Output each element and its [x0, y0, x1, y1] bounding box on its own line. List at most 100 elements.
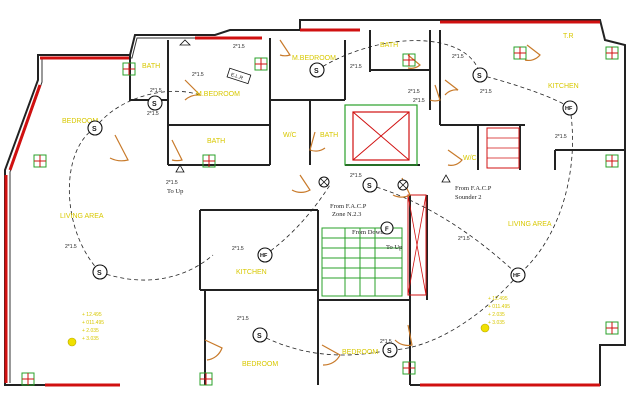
level-note: + 12.495	[488, 296, 508, 302]
shaft-right	[486, 127, 520, 169]
label-wc-right: W/C	[463, 155, 477, 162]
cable-annotations: 2*1.5 2*1.5 2*1.5 2*1.5 2*1.5 2*1.5 2*1.…	[65, 44, 567, 345]
smoke-detector: S	[87, 120, 103, 136]
column	[513, 46, 527, 60]
note-from-down: From Down	[352, 229, 384, 236]
cable-label: 2*1.5	[413, 98, 425, 104]
column	[33, 154, 47, 168]
heat-detector: HF	[257, 247, 273, 263]
heat-detector: HF	[510, 267, 526, 283]
sounder-icon	[318, 176, 330, 188]
smoke-detector: S	[147, 95, 163, 111]
svg-text:S: S	[387, 348, 392, 355]
label-living-left: LIVING AREA	[60, 213, 104, 220]
label-bath-center: BATH	[320, 132, 338, 139]
cable-label: 2*1.5	[380, 339, 392, 345]
column	[605, 321, 619, 335]
cable-label: 2*1.5	[233, 44, 245, 50]
label-bath-top-left: BATH	[142, 63, 160, 70]
label-m-bedroom-top: M.BEDROOM	[292, 55, 336, 62]
smoke-detector: S	[92, 264, 108, 280]
svg-text:HF: HF	[565, 106, 573, 112]
level-marker-right	[480, 323, 490, 333]
interior-walls	[129, 30, 625, 385]
label-bath-left: BATH	[207, 138, 225, 145]
label-bath-top-center: BATH	[380, 42, 398, 49]
label-bedroom-left: BEDROOM	[62, 118, 98, 125]
doors	[109, 39, 541, 366]
note-sounder-2: Sounder 2	[455, 194, 482, 201]
label-bedroom-bottom-left: BEDROOM	[242, 361, 278, 368]
svg-text:S: S	[477, 73, 482, 80]
label-living-right: LIVING AREA	[508, 221, 552, 228]
label-kitchen-right: KITCHEN	[548, 83, 579, 90]
label-kitchen-left: KITCHEN	[236, 269, 267, 276]
stairs	[321, 194, 427, 297]
svg-text:S: S	[152, 101, 157, 108]
bell-icon	[441, 174, 451, 183]
svg-text:HF: HF	[513, 273, 521, 279]
level-note: + 2.035	[488, 312, 505, 318]
column	[402, 53, 416, 67]
cable-label: 2*1.5	[232, 246, 244, 252]
room-labels: T.R BATH M.BEDROOM BATH KITCHEN BEDROOM …	[60, 33, 579, 368]
columns	[21, 46, 619, 386]
detectors: S S S S S S S S	[87, 39, 578, 358]
elr-label: E.L.R	[230, 72, 244, 82]
cable-label: 2*1.5	[192, 72, 204, 78]
heat-detector: HF	[562, 100, 578, 116]
column	[122, 62, 136, 76]
cable-label: 2*1.5	[452, 54, 464, 60]
sounder-icon	[397, 179, 409, 191]
smoke-detector: S	[309, 62, 325, 78]
svg-text:F: F	[385, 227, 389, 233]
column	[21, 372, 35, 386]
cable-label: 2*1.5	[555, 134, 567, 140]
smoke-detector: S	[252, 327, 268, 343]
cable-label: 2*1.5	[458, 236, 470, 242]
smoke-detector: S	[382, 342, 398, 358]
cable-label: 2*1.5	[480, 89, 492, 95]
svg-text:S: S	[367, 183, 372, 190]
level-note: + 12.495	[82, 312, 102, 318]
column	[202, 154, 216, 168]
bell-icon	[179, 39, 191, 46]
svg-text:HF: HF	[260, 253, 268, 259]
column	[605, 154, 619, 168]
cable-label: 2*1.5	[65, 244, 77, 250]
level-note: + 3.035	[82, 336, 99, 342]
smoke-detector: S	[362, 177, 378, 193]
fire-notes: To Up From F.A.C.P Sounder 2 From F.A.C.…	[167, 67, 492, 251]
cable-label: 2*1.5	[237, 316, 249, 322]
svg-text:S: S	[92, 126, 97, 133]
note-to-up-left: To Up	[167, 188, 183, 195]
fire-alarm-point: F	[380, 221, 394, 235]
column	[254, 57, 268, 71]
level-note: + 2.035	[82, 328, 99, 334]
exterior-window-lines	[4, 20, 600, 387]
svg-text:S: S	[97, 270, 102, 277]
label-m-bedroom-left: M.BEDROOM	[196, 91, 240, 98]
cable-label: 2*1.5	[147, 111, 159, 117]
note-facp-zone: From F.A.C.P	[330, 203, 367, 210]
cable-label: 2*1.5	[166, 180, 178, 186]
cable-label: 2*1.5	[350, 64, 362, 70]
column	[605, 46, 619, 60]
label-bedroom-bottom-center: BEDROOM	[342, 349, 378, 356]
level-note: + 011.495	[82, 320, 104, 326]
elevator-shaft	[344, 104, 418, 166]
label-wc-left: W/C	[283, 132, 297, 139]
note-to-up-center: To Up	[386, 244, 402, 251]
level-note: + 3.035	[488, 320, 505, 326]
elr-box: E.L.R	[226, 67, 252, 85]
label-tr: T.R	[563, 33, 574, 40]
cable-label: 2*1.5	[350, 173, 362, 179]
cable-label: 2*1.5	[150, 88, 162, 94]
bell-icon	[175, 164, 185, 173]
column	[199, 372, 213, 386]
cable-label: 2*1.5	[408, 89, 420, 95]
note-facp-sounder: From F.A.C.P	[455, 185, 492, 192]
level-notes: + 12.495 + 011.495 + 2.035 + 3.035 + 12.…	[67, 296, 510, 347]
note-zone-label: Zone N.2.3	[332, 211, 361, 218]
